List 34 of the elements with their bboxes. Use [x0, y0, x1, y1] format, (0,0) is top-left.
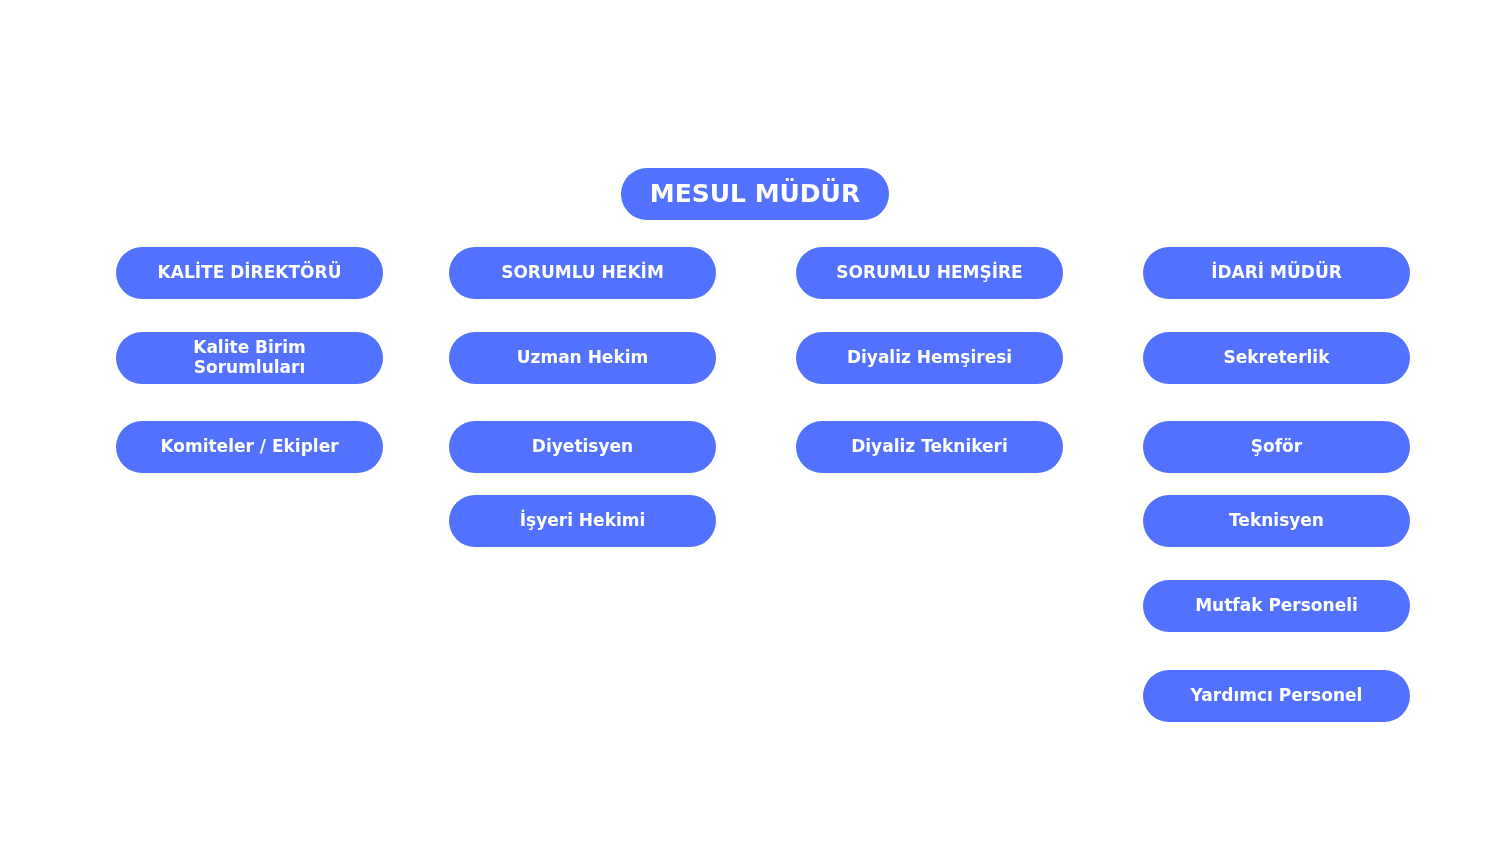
- role-pill: [116, 332, 383, 384]
- role-pill: [449, 421, 716, 473]
- role-pill: [449, 495, 716, 547]
- role-title: SORUMLU HEKİM: [501, 263, 664, 283]
- role-title: Teknisyen: [1229, 511, 1324, 531]
- role-pill: [116, 421, 383, 473]
- role-title: KALİTE DİREKTÖRÜ: [157, 263, 342, 283]
- role-title: Şoför: [1250, 437, 1303, 457]
- role-title: Yardımcı Personel: [1190, 686, 1363, 706]
- role-title: Komiteler / Ekipler: [160, 437, 339, 457]
- role-pill: [796, 247, 1063, 299]
- role-pill: [796, 332, 1063, 384]
- role-title: İDARİ MÜDÜR: [1211, 263, 1342, 283]
- role-title: Diyetisyen: [531, 437, 634, 457]
- role-pill: [1143, 495, 1410, 547]
- role-title: Diyaliz Hemşiresi: [846, 348, 1013, 368]
- role-title: İşyeri Hekimi: [519, 511, 646, 531]
- role-pill: [621, 168, 889, 220]
- role-title: Kalite Birim Sorumluları: [192, 338, 307, 378]
- role-title: SORUMLU HEMŞİRE: [836, 263, 1023, 283]
- role-title: Uzman Hekim: [516, 348, 649, 368]
- role-title: MESUL MÜDÜR: [649, 179, 861, 209]
- role-title: Mutfak Personeli: [1195, 596, 1358, 616]
- role-pill: [796, 421, 1063, 473]
- role-pill: [1143, 247, 1410, 299]
- role-pill: [1143, 580, 1410, 632]
- role-pill: [116, 247, 383, 299]
- role-pill: [1143, 421, 1410, 473]
- role-title: Diyaliz Teknikeri: [851, 437, 1008, 457]
- role-pill: [1143, 332, 1410, 384]
- role-pill: [449, 247, 716, 299]
- role-pill: [1143, 670, 1410, 722]
- role-pill: [449, 332, 716, 384]
- role-title: Sekreterlik: [1223, 348, 1330, 368]
